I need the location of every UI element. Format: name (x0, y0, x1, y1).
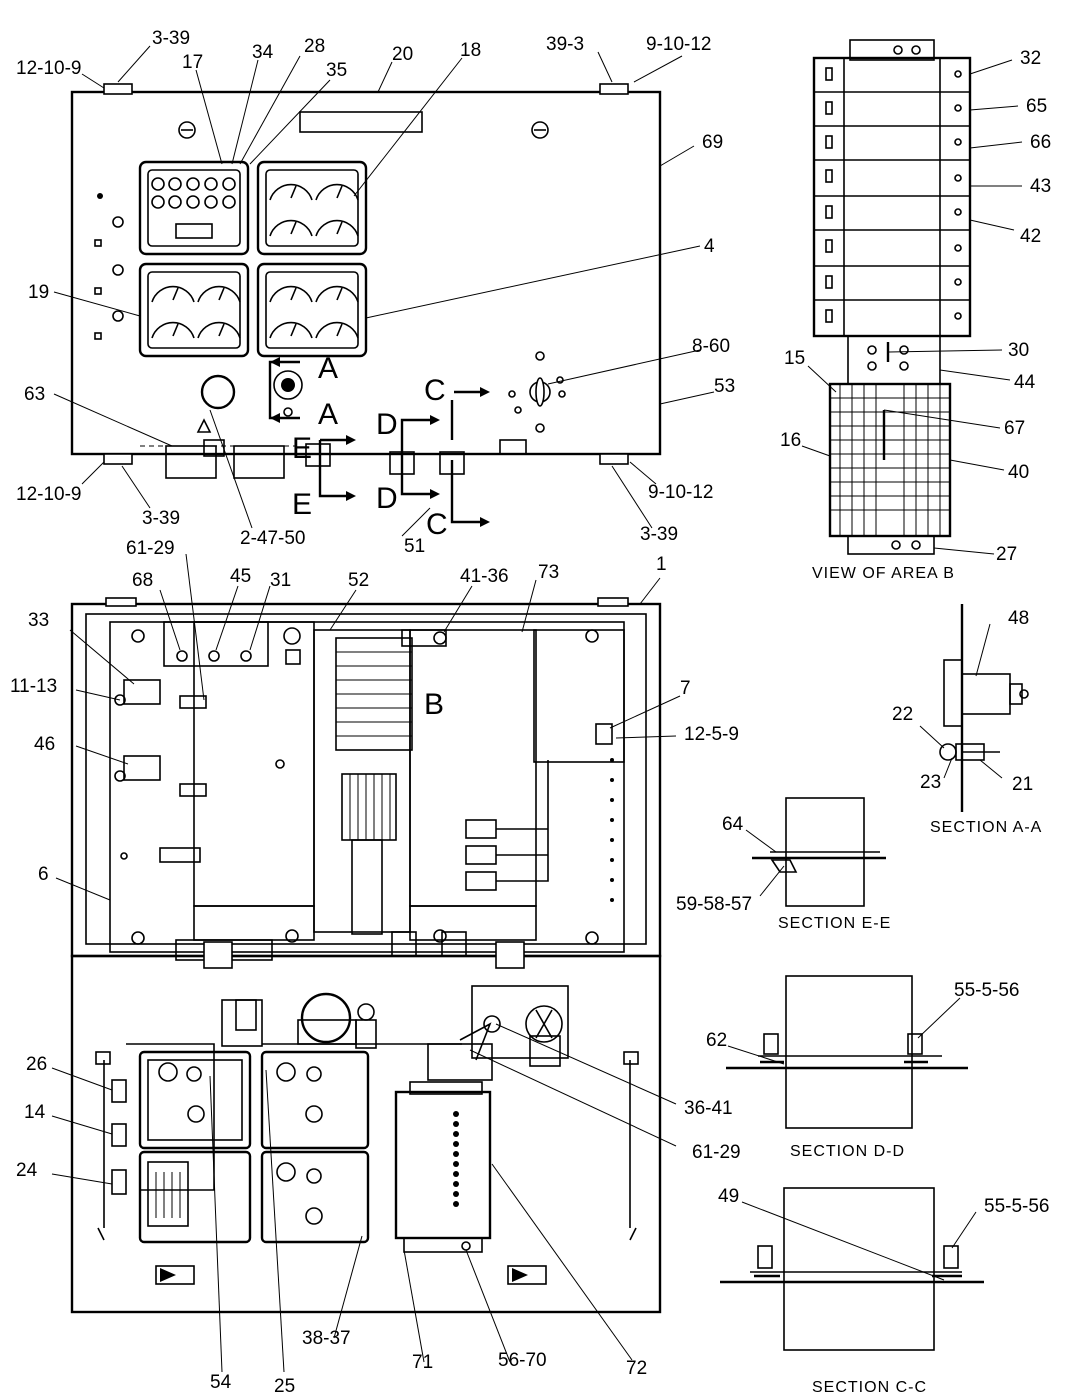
view-of-area-b (812, 39, 972, 555)
label-30: 30 (1008, 340, 1029, 361)
section-d-d (726, 975, 968, 1129)
label-18: 18 (460, 40, 481, 61)
label-34: 34 (252, 42, 274, 63)
label-23: 23 (920, 772, 941, 793)
section-letter-e-top: E (292, 432, 312, 465)
label-14: 14 (24, 1102, 46, 1123)
section-letter-c-bottom: C (426, 508, 448, 541)
label-62: 62 (706, 1030, 727, 1051)
leader-lines (51, 45, 1023, 1373)
label-45: 45 (230, 566, 251, 587)
section-letter-d-bottom: D (376, 482, 398, 515)
label-33: 33 (28, 610, 49, 631)
label-17: 17 (182, 52, 203, 73)
label-40: 40 (1008, 462, 1029, 483)
label-61-29-bottom: 61-29 (692, 1142, 741, 1163)
label-22: 22 (892, 704, 913, 725)
section-letter-a-top: A (318, 352, 338, 385)
section-letter-d-top: D (376, 408, 398, 441)
label-3-39-bottom-right: 3-39 (640, 524, 678, 545)
caption-section-a-a: SECTION A-A (930, 819, 1042, 836)
label-69: 69 (702, 132, 723, 153)
label-52: 52 (348, 570, 369, 591)
label-64: 64 (722, 814, 744, 835)
label-6: 6 (38, 864, 49, 885)
section-letter-b: B (424, 688, 444, 721)
label-16: 16 (780, 430, 801, 451)
label-3-39-top-left: 3-39 (152, 28, 190, 49)
part-number-labels: 3-39 12-10-9 17 34 28 35 20 18 39-3 9-10… (10, 28, 1051, 1397)
label-27: 27 (996, 544, 1017, 565)
label-15: 15 (784, 348, 805, 369)
label-42: 42 (1020, 226, 1041, 247)
label-32: 32 (1020, 48, 1041, 69)
label-19: 19 (28, 282, 49, 303)
label-9-10-12-top-right: 9-10-12 (646, 34, 712, 55)
label-24: 24 (16, 1160, 38, 1181)
label-8-60: 8-60 (692, 336, 730, 357)
label-39-3: 39-3 (546, 34, 584, 55)
section-letters: A A B C C D D E E (292, 352, 448, 721)
caption-section-d-d: SECTION D-D (790, 1143, 905, 1160)
section-a-a (939, 604, 1029, 812)
label-53: 53 (714, 376, 735, 397)
label-73: 73 (538, 562, 559, 583)
view-captions: VIEW OF AREA B SECTION A-A SECTION E-E S… (778, 565, 1042, 1396)
label-71: 71 (412, 1352, 433, 1373)
label-1: 1 (656, 554, 667, 575)
label-7: 7 (680, 678, 691, 699)
label-28: 28 (304, 36, 325, 57)
section-letter-a-mid: A (318, 398, 338, 431)
label-41-36: 41-36 (460, 566, 509, 587)
label-66: 66 (1030, 132, 1051, 153)
label-46: 46 (34, 734, 55, 755)
label-55-5-56-d: 55-5-56 (954, 980, 1020, 1001)
label-65: 65 (1026, 96, 1047, 117)
label-63: 63 (24, 384, 45, 405)
label-56-70: 56-70 (498, 1350, 547, 1371)
label-55-5-56-c: 55-5-56 (984, 1196, 1050, 1217)
caption-view-of-area-b: VIEW OF AREA B (812, 565, 955, 582)
label-9-10-12-bottom-right: 9-10-12 (648, 482, 714, 503)
door-inner-view (70, 941, 662, 1314)
label-4: 4 (704, 236, 715, 257)
label-3-39-bottom-left: 3-39 (142, 508, 180, 529)
section-c-c (720, 1187, 984, 1351)
label-20: 20 (392, 44, 413, 65)
label-48: 48 (1008, 608, 1029, 629)
label-49: 49 (718, 1186, 739, 1207)
label-59-58-57: 59-58-57 (676, 894, 752, 915)
label-67: 67 (1004, 418, 1025, 439)
label-38-37: 38-37 (302, 1328, 351, 1349)
label-54: 54 (210, 1372, 232, 1393)
section-letter-e-bottom: E (292, 488, 312, 521)
label-72: 72 (626, 1358, 647, 1379)
label-35: 35 (326, 60, 347, 81)
label-51: 51 (404, 536, 425, 557)
label-43: 43 (1030, 176, 1051, 197)
label-21: 21 (1012, 774, 1033, 795)
label-44: 44 (1014, 372, 1036, 393)
caption-section-e-e: SECTION E-E (778, 915, 891, 932)
label-2-47-50: 2-47-50 (240, 528, 306, 549)
label-68: 68 (132, 570, 153, 591)
label-31: 31 (270, 570, 291, 591)
label-12-5-9: 12-5-9 (684, 724, 739, 745)
label-12-10-9-top-left: 12-10-9 (16, 58, 82, 79)
section-e-e (752, 797, 886, 907)
label-26: 26 (26, 1054, 47, 1075)
label-11-13: 11-13 (10, 676, 57, 697)
label-36-41: 36-41 (684, 1098, 733, 1119)
section-letter-c-top: C (424, 374, 446, 407)
label-12-10-9-bottom-left: 12-10-9 (16, 484, 82, 505)
label-61-29-top: 61-29 (126, 538, 175, 559)
label-25: 25 (274, 1376, 295, 1397)
front-panel-view (70, 83, 662, 527)
caption-section-c-c: SECTION C-C (812, 1379, 927, 1396)
inner-panel-view (70, 597, 662, 961)
